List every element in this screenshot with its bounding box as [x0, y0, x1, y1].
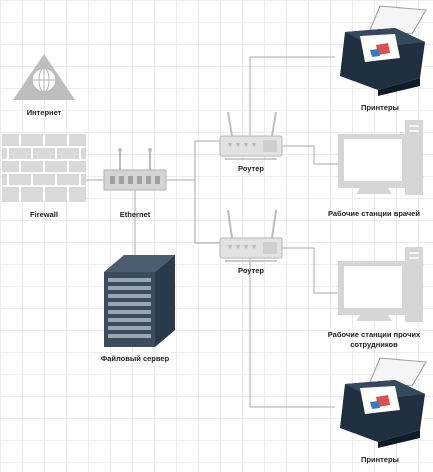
ethernet-hub-icon — [103, 148, 167, 191]
firewall-icon — [2, 134, 86, 202]
printers-top-label: Принтеры — [361, 103, 399, 112]
printers-bottom-label: Принтеры — [361, 455, 399, 464]
router-top-label: Роутер — [238, 164, 264, 173]
link-ethernet-router-bottom — [194, 180, 220, 244]
file-server-label: Файловый сервер — [100, 354, 170, 363]
link-router-bottom-printers — [249, 258, 335, 408]
others-workstations-label-line2: сотрудников — [350, 340, 398, 349]
doctors-workstation-icon — [338, 120, 423, 195]
link-ethernet-routers — [165, 140, 220, 181]
link-router-bottom-others — [282, 247, 338, 294]
router-top-icon — [219, 111, 283, 160]
internet-label: Интернет — [26, 108, 62, 117]
file-server-icon — [104, 255, 175, 347]
link-router-top-printers — [249, 56, 335, 136]
doctors-workstations-label: Рабочие станции врачей — [327, 209, 421, 218]
link-router-top-doctors — [282, 145, 338, 165]
printer-bottom-icon — [340, 357, 427, 448]
ethernet-label: Ethernet — [119, 210, 151, 219]
others-workstation-icon — [338, 247, 423, 322]
router-bottom-label: Роутер — [238, 266, 264, 275]
router-bottom-icon — [219, 209, 283, 262]
others-workstations-label-line1: Рабочие станции прочих — [327, 330, 421, 339]
printer-top-icon — [340, 5, 427, 96]
firewall-label: Firewall — [30, 210, 58, 219]
internet-icon — [13, 54, 75, 100]
